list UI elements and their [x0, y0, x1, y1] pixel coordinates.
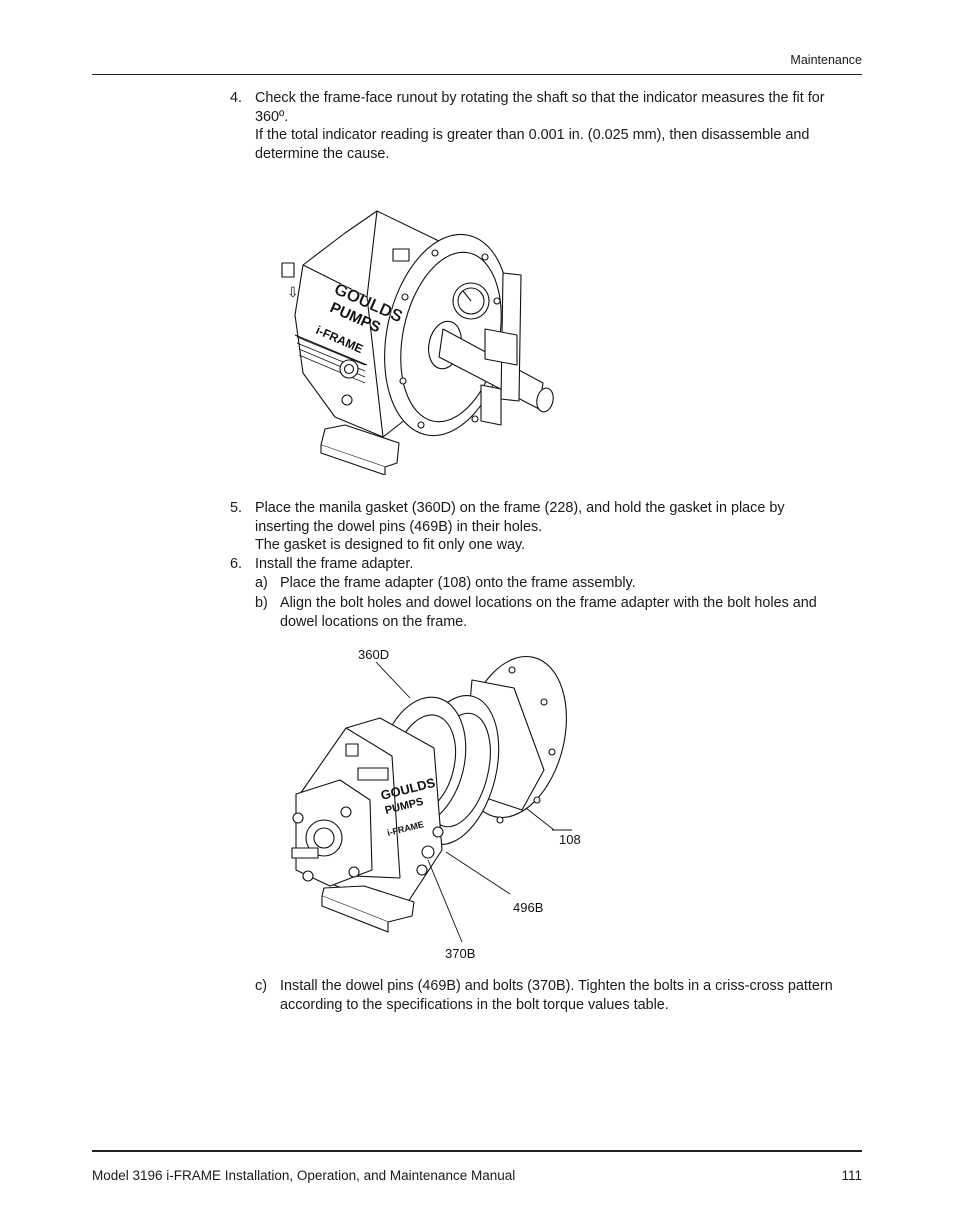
substep-letter: a): [255, 575, 268, 591]
frame-runout-figure: GOULDS PUMPS i-FRAME ⇩: [281, 210, 554, 475]
substep-text: Install the dowel pins (469B) and bolts …: [280, 978, 833, 994]
leader-line: [375, 661, 411, 699]
callout-370b: 370B: [445, 946, 475, 961]
callout-108: 108: [559, 832, 581, 847]
step-text: inserting the dowel pins (469B) in their…: [255, 518, 543, 535]
substep-text: Align the bolt holes and dowel locations…: [280, 595, 817, 611]
arrow-icon: ⇩: [287, 284, 299, 300]
step-text: Install the frame adapter.: [255, 556, 414, 572]
step-text: determine the cause.: [255, 145, 390, 162]
substep-text: dowel locations on the frame.: [280, 613, 468, 630]
frame-adapter-figure: GOULDS PUMPS i-FRAME 360D 108 496B 370B: [291, 647, 581, 961]
step-number: 4.: [230, 90, 243, 106]
step-number: 6.: [230, 556, 243, 572]
manual-title: Model 3196 i-FRAME Installation, Operati…: [92, 1168, 516, 1183]
callout-360d: 360D: [358, 647, 389, 662]
substep-letter: b): [255, 595, 268, 611]
page-number: 111: [841, 1168, 862, 1183]
step-text: Place the manila gasket (360D) on the fr…: [255, 500, 785, 516]
substep-text: Place the frame adapter (108) onto the f…: [280, 575, 636, 591]
leader-line: [525, 807, 555, 831]
page-header: Maintenance: [92, 50, 862, 75]
step-text: The gasket is designed to fit only one w…: [255, 537, 526, 553]
step-text: Check the frame-face runout by rotating …: [255, 90, 825, 106]
callout-496b: 496B: [513, 900, 543, 915]
substep-text: according to the specifications in the b…: [280, 996, 669, 1013]
page-footer: Model 3196 i-FRAME Installation, Operati…: [92, 1150, 862, 1183]
section-title: Maintenance: [790, 53, 862, 67]
step-text: 360º.: [255, 108, 289, 125]
leader-line: [427, 859, 463, 943]
substep-letter: c): [255, 978, 267, 994]
leader-line: [445, 851, 511, 895]
step-text: If the total indicator reading is greate…: [255, 127, 810, 143]
step-number: 5.: [230, 500, 243, 516]
